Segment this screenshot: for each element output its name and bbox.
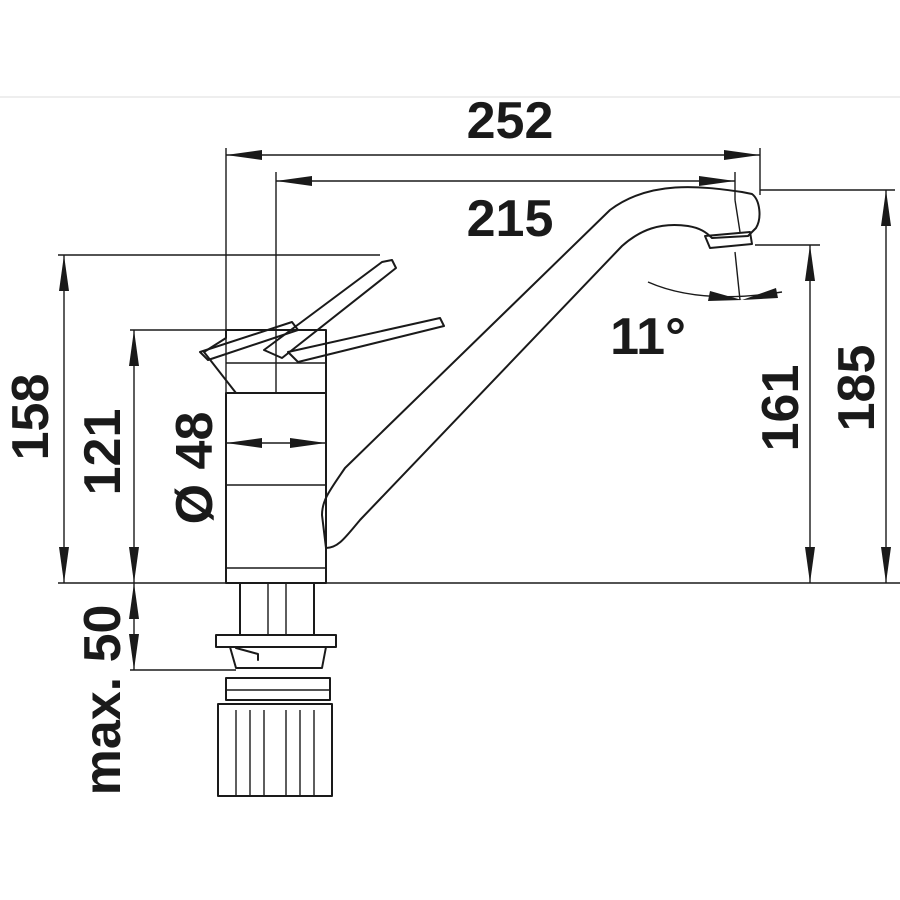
dim-diameter: Ø 48 bbox=[166, 412, 224, 525]
dim-height-lever: 158 bbox=[2, 374, 60, 461]
lever-raised bbox=[263, 259, 397, 359]
dim-height-body: 121 bbox=[74, 409, 132, 496]
dim-overall-length: 252 bbox=[467, 92, 554, 150]
dim-angle: 11° bbox=[610, 308, 686, 366]
lever-grip bbox=[199, 321, 299, 361]
dim-height-spout-outlet: 161 bbox=[752, 365, 810, 452]
extension-lines bbox=[58, 148, 900, 671]
lever-joint bbox=[203, 329, 327, 394]
fixing-ring bbox=[225, 677, 331, 701]
dim-max-mounting-thickness: max. 50 bbox=[74, 605, 132, 796]
dim-spout-reach: 215 bbox=[467, 190, 554, 248]
dim-height-overall-right: 185 bbox=[828, 345, 886, 432]
dimension-lines bbox=[59, 150, 891, 670]
lever-handle bbox=[287, 317, 445, 363]
spout-aerator bbox=[704, 231, 753, 249]
spout bbox=[321, 186, 761, 549]
fixing-nut bbox=[217, 703, 333, 797]
mounting-bracket bbox=[229, 646, 327, 669]
faucet-body bbox=[225, 392, 327, 584]
mounting-shank bbox=[239, 582, 315, 636]
mounting-plate bbox=[215, 634, 337, 648]
faucet-outline bbox=[199, 186, 761, 797]
